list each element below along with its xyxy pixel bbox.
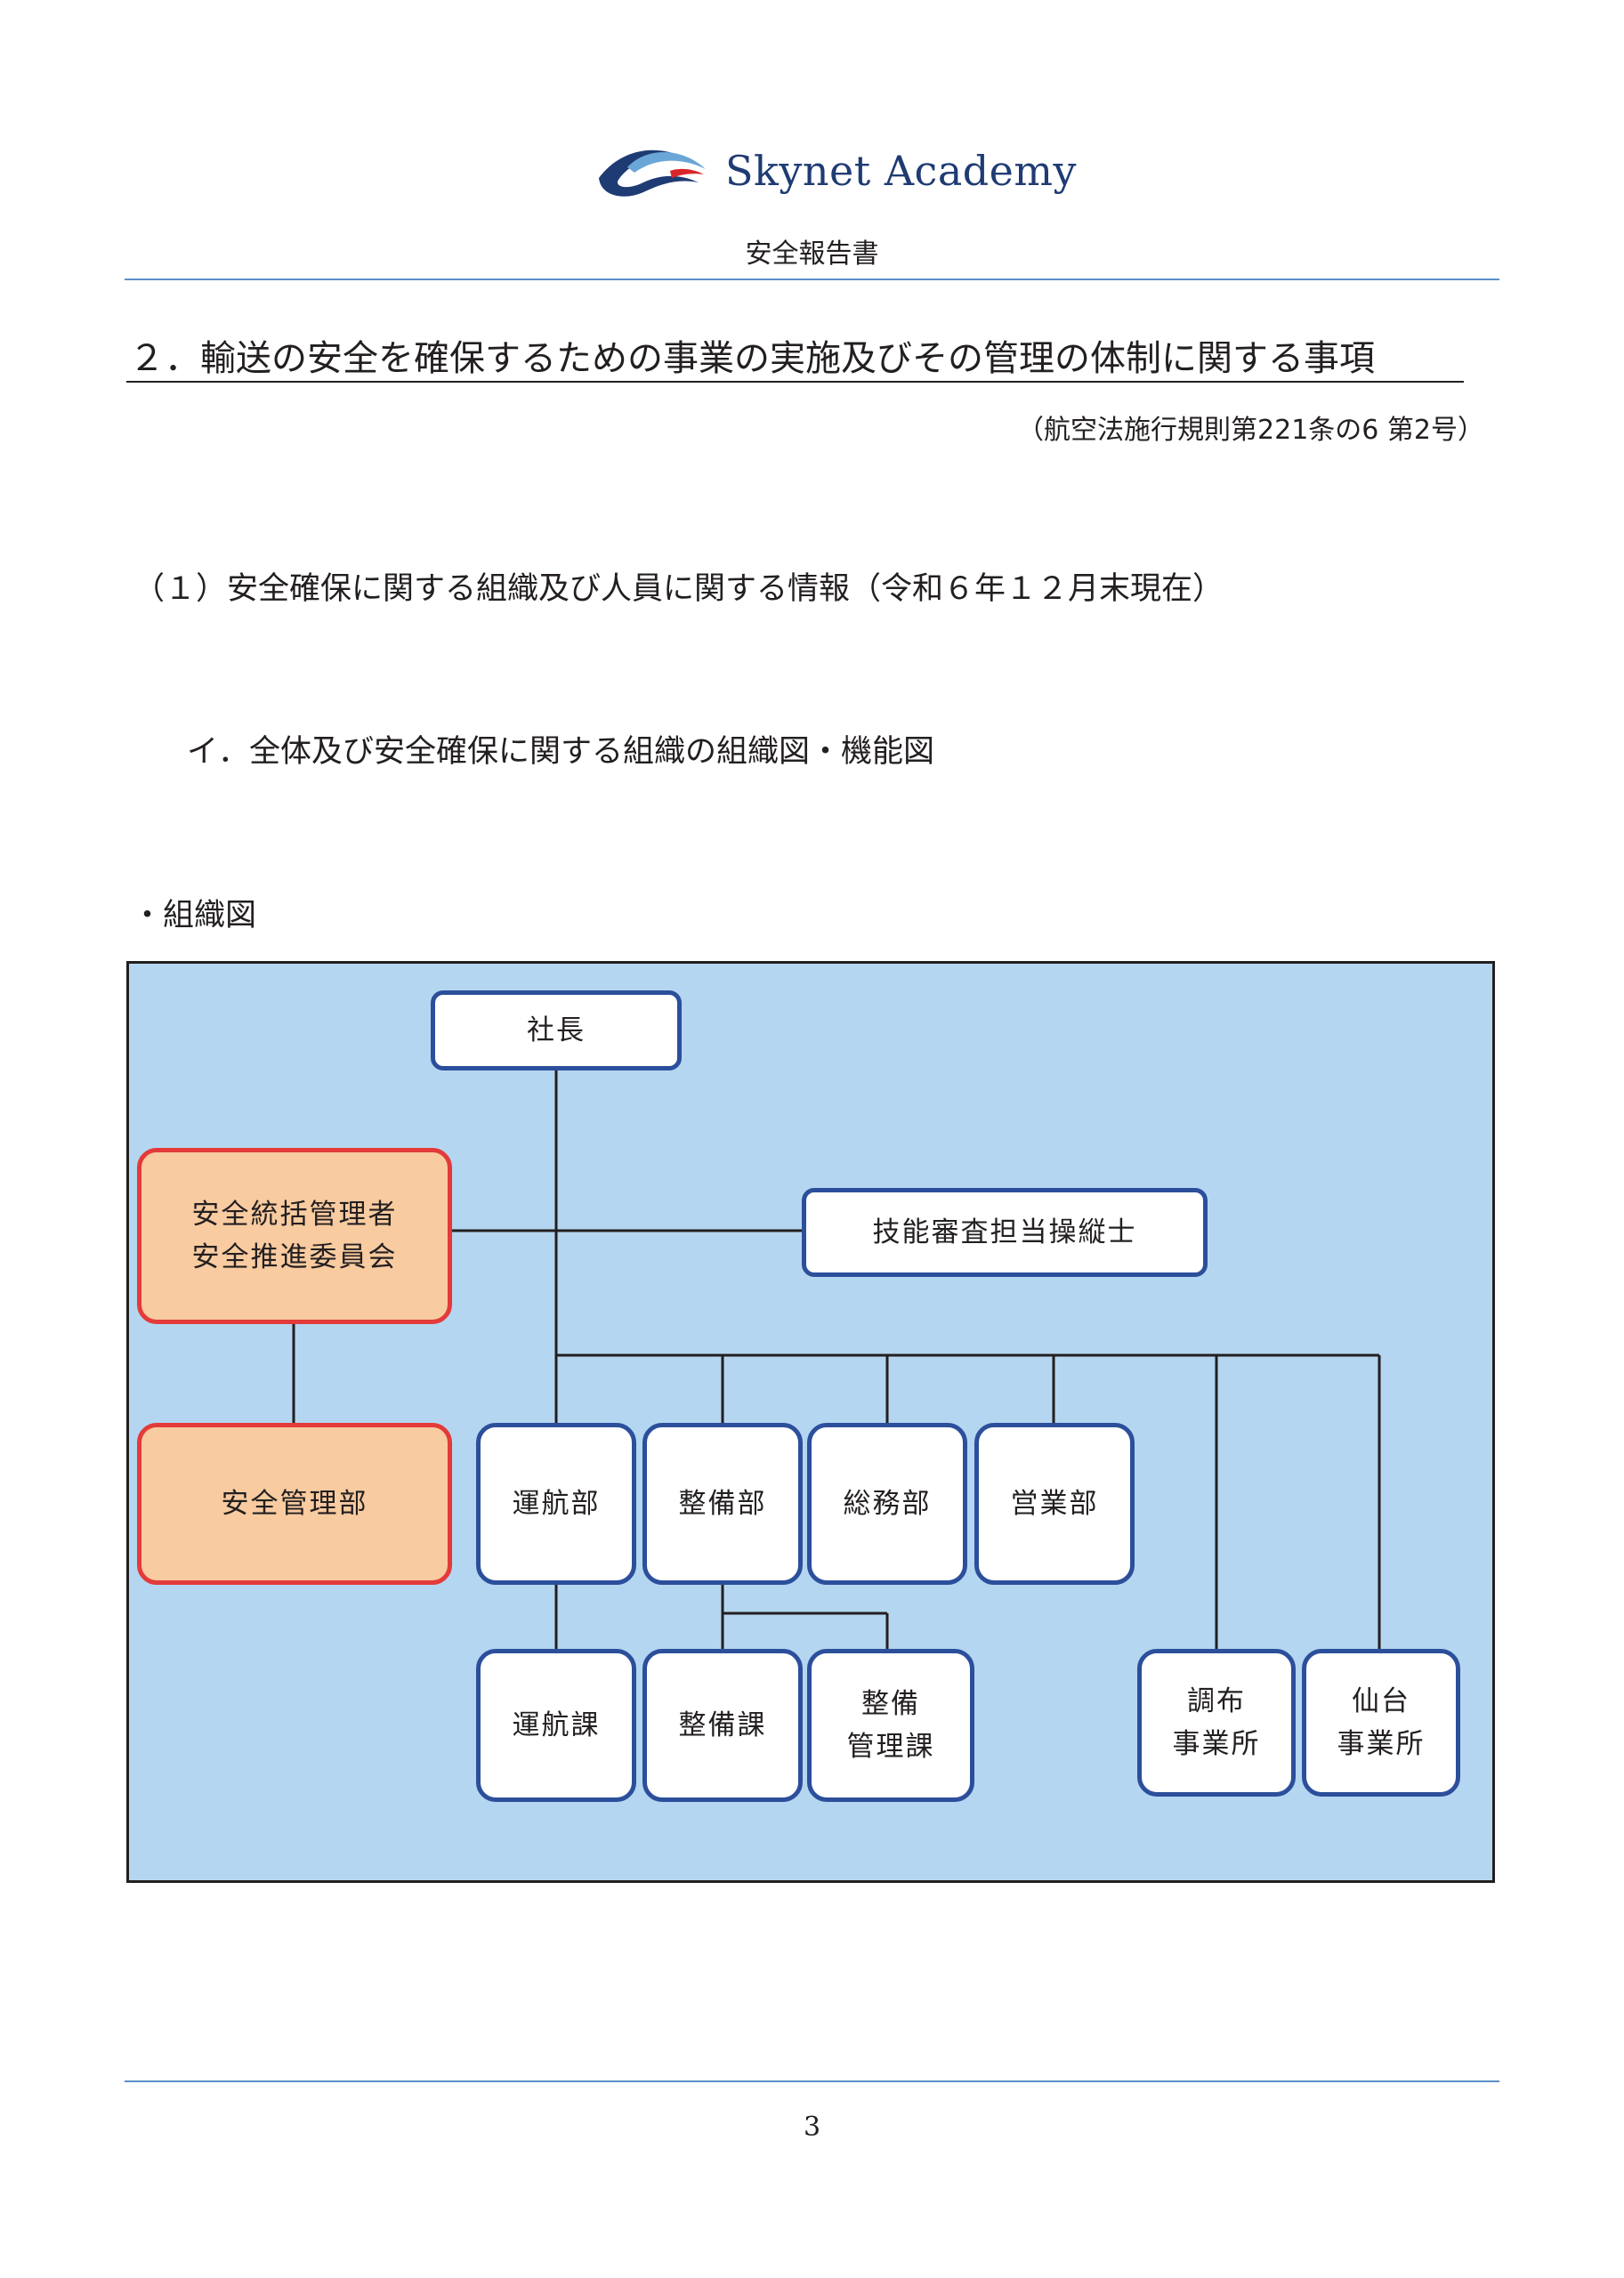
examiner-label: 技能審査担当操縦士 — [872, 1216, 1137, 1248]
subsection-i: イ．全体及び安全確保に関する組織の組織図・機能図 — [187, 734, 935, 770]
section-box-maintenance: 整備課 — [642, 1649, 803, 1802]
subsection-1: （１）安全確保に関する組織及び人員に関する情報（令和６年１２月末現在） — [133, 571, 1224, 607]
org-chart: 社長 安全統括管理者 安全推進委員会 技能審査担当操縦士 安全管理部 運航部 整… — [126, 961, 1495, 1883]
dept-label: 運航部 — [512, 1487, 601, 1520]
dept-box-general-affairs: 総務部 — [807, 1423, 967, 1585]
section-label: 運航課 — [512, 1708, 601, 1741]
dept-label: 総務部 — [843, 1487, 932, 1520]
safety-committee-box: 安全統括管理者 安全推進委員会 — [137, 1148, 452, 1324]
examiner-box: 技能審査担当操縦士 — [802, 1188, 1208, 1277]
safety-committee-label: 安全推進委員会 — [191, 1241, 398, 1273]
safety-dept-box: 安全管理部 — [137, 1423, 452, 1585]
org-chart-connectors — [292, 1066, 1381, 1649]
logo-icon — [592, 133, 712, 208]
legal-citation: （航空法施行規則第221条の6 第2号） — [1017, 415, 1484, 446]
page-number: 3 — [803, 2112, 821, 2143]
heading-underline — [126, 381, 1464, 383]
footer-divider — [125, 2080, 1499, 2082]
brand-name: Skynet Academy — [725, 147, 1078, 195]
document-title: 安全報告書 — [745, 238, 879, 270]
office-label-line2: 事業所 — [1337, 1728, 1426, 1760]
org-chart-label: ・組織図 — [132, 898, 257, 933]
president-label: 社長 — [527, 1014, 586, 1046]
section-label: 整備課 — [678, 1708, 767, 1741]
dept-box-sales: 営業部 — [974, 1423, 1135, 1585]
dept-box-ops: 運航部 — [476, 1423, 636, 1585]
dept-label: 営業部 — [1010, 1487, 1099, 1520]
section-label-line2: 管理課 — [846, 1731, 935, 1763]
office-box-chofu: 調布 事業所 — [1137, 1649, 1296, 1797]
office-label-line2: 事業所 — [1172, 1728, 1261, 1760]
office-label-line1: 仙台 — [1352, 1684, 1410, 1717]
office-box-sendai: 仙台 事業所 — [1302, 1649, 1460, 1797]
dept-box-maintenance: 整備部 — [642, 1423, 803, 1585]
section-box-ops: 運航課 — [476, 1649, 636, 1802]
safety-manager-label: 安全統括管理者 — [191, 1198, 398, 1231]
section-label-line1: 整備 — [861, 1687, 920, 1720]
president-box: 社長 — [431, 990, 682, 1070]
dept-label: 整備部 — [678, 1487, 767, 1520]
section-heading: ２．輸送の安全を確保するための事業の実施及びその管理の体制に関する事項 — [129, 338, 1375, 379]
safety-dept-label: 安全管理部 — [221, 1487, 368, 1520]
header-divider — [125, 279, 1499, 280]
section-box-maintenance-mgmt: 整備 管理課 — [807, 1649, 974, 1802]
office-label-line1: 調布 — [1187, 1684, 1246, 1717]
